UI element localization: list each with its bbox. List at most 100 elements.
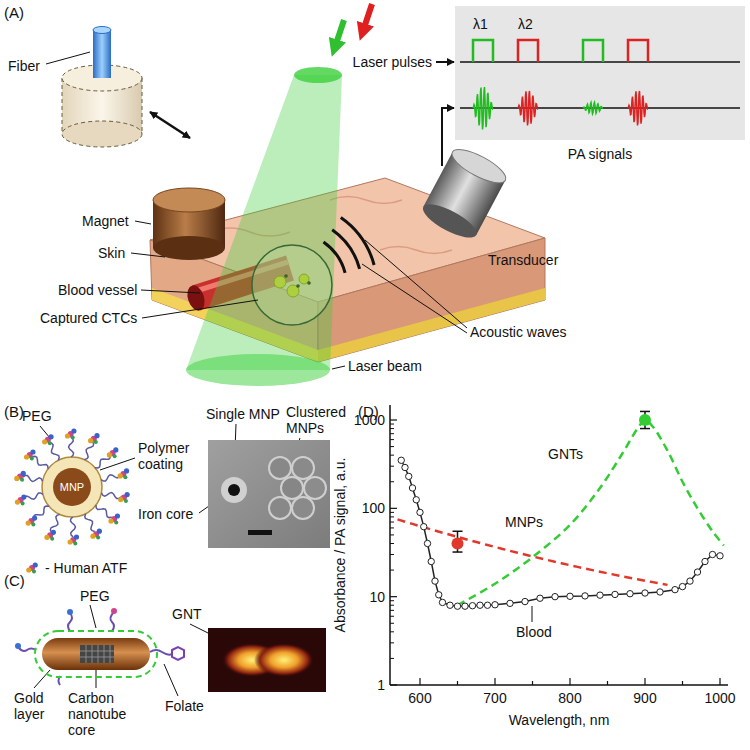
- part-label: Polymer coating: [138, 440, 202, 472]
- absorbance-chart: [507, 600, 513, 606]
- absorbance-chart: [454, 603, 460, 609]
- axis-title: Wavelength, nm: [509, 712, 610, 728]
- absorbance-chart: [627, 591, 633, 597]
- mnp-schematic: [21, 471, 26, 476]
- mnp-schematic: [14, 476, 19, 481]
- part-label: Carbon nanotube core: [68, 690, 144, 738]
- axis-tick-label: 1000: [354, 412, 385, 428]
- panel-letter: (C): [4, 572, 25, 589]
- mnp-schematic: [65, 433, 70, 438]
- tem-image: [248, 530, 272, 535]
- absorbance-chart: [406, 473, 412, 479]
- mnp-schematic: [107, 452, 112, 457]
- absorbance-chart: [390, 543, 394, 544]
- gnt-schematic: [80, 645, 114, 663]
- tem-image: [281, 477, 303, 499]
- mnp-schematic: [114, 520, 118, 524]
- tem-image: [208, 440, 330, 548]
- panel-letter: (B): [4, 403, 24, 420]
- absorbance-chart: [390, 684, 728, 686]
- leader-line: [131, 253, 165, 257]
- axis-tick-label: 900: [633, 690, 656, 706]
- mnp-schematic: [30, 456, 34, 460]
- acoustic-wave-arcs: [324, 242, 346, 273]
- gnt-schematic: [172, 647, 184, 660]
- leader-line: [164, 664, 178, 696]
- magnet: [153, 188, 225, 260]
- mnp-schematic: [26, 520, 31, 525]
- leader-line: [34, 670, 50, 688]
- mnp-schematic: [48, 441, 52, 445]
- absorbance-chart: [569, 678, 570, 685]
- part-label: PEG: [22, 408, 52, 424]
- absorbance-chart: [390, 522, 394, 523]
- mnp-schematic: [113, 454, 117, 458]
- mnp-schematic: [44, 535, 49, 540]
- mnp-schematic: [51, 530, 56, 535]
- atf-legend-icon: [26, 562, 38, 573]
- absorbance-chart: [682, 681, 683, 685]
- leader-line: [135, 221, 151, 224]
- part-label: Folate: [165, 698, 204, 714]
- atf-legend-icon: [33, 562, 38, 567]
- absorbance-chart: [390, 455, 394, 456]
- absorbance-chart: [447, 602, 453, 608]
- gnt-schematic: [111, 608, 117, 614]
- gnt-image: [208, 628, 326, 692]
- mnp-schematic: [32, 515, 37, 520]
- magnet-with-fiber: [62, 121, 142, 147]
- pulse-signal-plot: [628, 40, 648, 62]
- leader-line: [362, 264, 467, 333]
- laser-beam: [294, 67, 342, 83]
- mnp-schematic: [69, 437, 74, 457]
- signal-inset-box: λ1λ2: [455, 6, 745, 140]
- absorbance-chart: [390, 433, 394, 434]
- absorbance-chart: [398, 457, 404, 463]
- mnp-schematic: [14, 428, 129, 545]
- mnp-schematic: [94, 440, 98, 444]
- magnet-with-fiber: [62, 27, 142, 148]
- absorbance-chart: [522, 598, 528, 604]
- signal-arrow: [436, 61, 454, 63]
- part-label: Captured CTCs: [40, 310, 137, 326]
- mnp-core-circle: MNP: [53, 468, 91, 506]
- absorbance-chart: [390, 684, 397, 685]
- part-label: Iron core: [138, 506, 193, 522]
- pulse-signal-plot: [473, 87, 493, 129]
- tem-image: [304, 477, 326, 499]
- mnp-schematic: [84, 441, 93, 459]
- core-label: MNP: [60, 481, 84, 494]
- tem-image: [221, 477, 247, 503]
- absorbance-chart: [390, 516, 394, 517]
- absorbance-chart: [390, 623, 394, 624]
- mnp-schematic: [71, 435, 75, 439]
- pulse-signal-plot: [455, 6, 745, 140]
- magnet-move-arrow: [150, 112, 190, 138]
- mnp-schematic: [123, 475, 127, 479]
- part-label: PEG: [80, 588, 110, 604]
- part-label: Laser beam: [348, 358, 422, 374]
- mnp-schematic: [21, 501, 25, 505]
- absorbance-chart: [390, 605, 394, 606]
- absorbance-chart: [642, 590, 648, 596]
- absorbance-chart: [702, 558, 708, 564]
- signal-arrow: [442, 108, 454, 166]
- absorbance-chart: [390, 481, 394, 482]
- mnp-schematic: [108, 518, 113, 523]
- absorbance-chart: [484, 602, 490, 608]
- transducer: [419, 143, 510, 244]
- mnp-schematic: [94, 433, 99, 438]
- mnp-schematic: [125, 492, 130, 497]
- mnp-schematic: [85, 514, 95, 532]
- absorbance-chart: [694, 569, 700, 575]
- leader-line: [365, 240, 467, 328]
- mnp-schematic: [73, 541, 77, 545]
- absorbance-chart: [612, 591, 618, 597]
- absorbance-chart: [597, 592, 603, 598]
- laser-beam: [334, 20, 344, 50]
- leader-line: [141, 290, 200, 293]
- absorbance-chart: [567, 593, 573, 599]
- wavelength-label: λ1: [473, 16, 488, 32]
- mnp-schematic: [31, 522, 35, 526]
